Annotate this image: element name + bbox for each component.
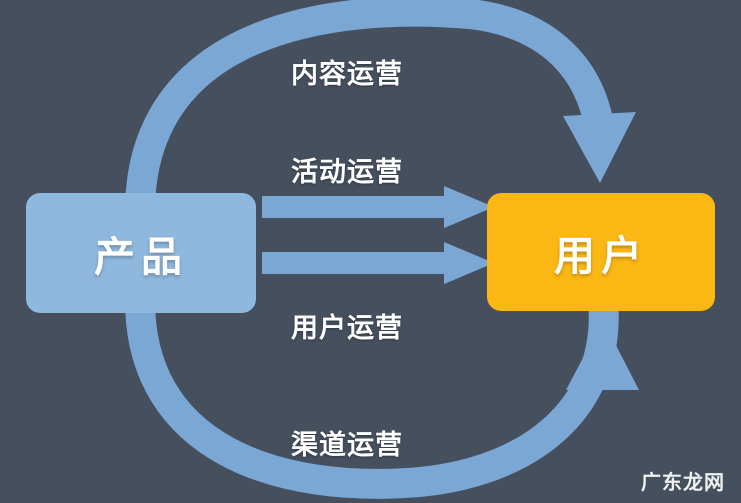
label-content-operation: 内容运营 bbox=[291, 59, 403, 89]
label-user-operation: 用户运营 bbox=[291, 313, 403, 343]
top-curved-arrow bbox=[125, 0, 636, 213]
node-product[interactable]: 产品 bbox=[26, 193, 256, 313]
node-user[interactable]: 用户 bbox=[487, 193, 715, 311]
bottom-curved-arrow bbox=[125, 298, 639, 499]
watermark: 广东龙网 bbox=[641, 472, 725, 494]
label-activity-operation: 活动运营 bbox=[291, 157, 403, 187]
straight-arrow-activity bbox=[262, 186, 494, 228]
label-channel-operation: 渠道运营 bbox=[291, 430, 403, 460]
straight-arrow-user-operation bbox=[262, 242, 494, 284]
